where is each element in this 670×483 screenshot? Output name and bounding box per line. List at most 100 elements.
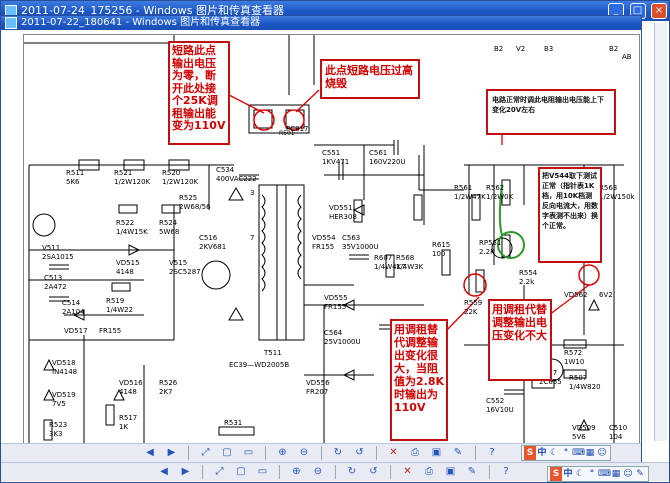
label-vd554: VD554	[312, 234, 336, 242]
actual-size-icon[interactable]: ▢	[236, 466, 246, 477]
zoom-out-icon[interactable]: ⊖	[299, 447, 309, 458]
save-icon[interactable]: ▣	[445, 466, 456, 477]
label-c510: C510	[609, 424, 627, 432]
label-vd556t: FR207	[306, 388, 328, 396]
label-r517v: 1K	[119, 423, 128, 431]
label-vd516: VD516	[119, 379, 143, 387]
label-vd555t: FR155	[324, 303, 346, 311]
label-c516v: 2KV681	[199, 243, 226, 251]
ime-moon-icon[interactable]: ☾	[575, 469, 585, 479]
app-icon	[5, 17, 17, 29]
label-v2: V2	[516, 45, 525, 53]
label-c514: C514	[62, 299, 81, 307]
rotate-cw-icon[interactable]: ↻	[347, 466, 357, 477]
label-r572: R572	[564, 349, 582, 357]
label-v511t: 2SA1015	[42, 253, 74, 261]
label-c513: C513	[44, 274, 62, 282]
back-window-scrollbar[interactable]	[654, 23, 667, 441]
label-r501: R501	[279, 130, 295, 137]
separator	[265, 446, 266, 460]
label-r511v: 5K6	[66, 178, 80, 186]
label-vd515t: 4148	[116, 268, 134, 276]
label-r511: R511	[66, 169, 84, 177]
label-c534v: 400VAC222	[216, 175, 257, 183]
ime-logo-icon[interactable]: S	[550, 467, 562, 481]
label-c516: C516	[199, 234, 218, 242]
label-pin7: 7	[250, 234, 254, 242]
label-r615: R615	[432, 241, 450, 249]
delete-icon[interactable]: ✕	[389, 447, 398, 458]
rotate-cw-icon[interactable]: ↻	[333, 447, 343, 458]
ime-lang[interactable]: 中	[563, 469, 573, 479]
ime-keyboard-icon[interactable]: ⌨	[572, 448, 585, 458]
label-b2: B2	[494, 45, 503, 53]
help-icon[interactable]: ?	[489, 447, 495, 458]
label-vd562: VD562	[564, 291, 588, 299]
close-button[interactable]: ×	[651, 3, 667, 19]
help-icon[interactable]: ?	[503, 466, 509, 477]
next-icon[interactable]: ▶	[167, 447, 176, 458]
separator	[279, 465, 280, 479]
schematic-image: PC817 R501 C534 400VAC222 C551 1KV471 C5…	[24, 35, 636, 444]
zoom-in-icon[interactable]: ⊕	[278, 447, 287, 458]
rotate-ccw-icon[interactable]: ↺	[355, 447, 364, 458]
front-window-title: 2011-07-22_180641 - Windows 图片和传真查看器	[21, 17, 261, 28]
label-c561v: 160V220U	[369, 158, 406, 166]
label-c564v: 25V1000U	[324, 338, 361, 346]
label-r559v: 22K	[464, 308, 478, 316]
label-vd518t: IN4148	[52, 368, 77, 376]
label-r554v: 2.2k	[519, 278, 535, 286]
label-r561: R561	[454, 184, 472, 192]
prev-icon[interactable]: ◀	[160, 466, 168, 477]
delete-icon[interactable]: ✕	[403, 466, 412, 477]
label-r522v: 1/4W15K	[116, 228, 148, 236]
ime-user-icon[interactable]: ☺	[597, 448, 607, 458]
annotation-adjust-small: 用调租代替调整输出电压变化不大	[488, 299, 552, 381]
edit-icon[interactable]: ✎	[453, 447, 463, 458]
label-t511t: EC39—WD2005B	[229, 361, 289, 369]
label-c564: C564	[324, 329, 343, 337]
label-r554: R554	[519, 269, 538, 277]
rotate-ccw-icon[interactable]: ↺	[369, 466, 378, 477]
annotation-short-point: 短路此点输出电压为零，断开此处接个25K调租输出能变为110V	[168, 41, 230, 145]
zoom-in-icon[interactable]: ⊕	[292, 466, 301, 477]
ime-punct-icon[interactable]: °	[563, 448, 569, 458]
zoom-out-icon[interactable]: ⊖	[313, 466, 323, 477]
slideshow-icon[interactable]: ▭	[257, 466, 268, 477]
ime-keyboard-icon[interactable]: ⌨	[598, 469, 611, 479]
slideshow-icon[interactable]: ▭	[243, 447, 254, 458]
label-vd551t: HER308	[329, 213, 357, 221]
actual-size-icon[interactable]: ▢	[222, 447, 232, 458]
separator	[390, 465, 391, 479]
ime-user-icon[interactable]: ☺	[623, 469, 633, 479]
ime-grid-icon[interactable]: ▦	[611, 469, 621, 479]
save-icon[interactable]: ▣	[431, 447, 442, 458]
label-vd509: VD509	[572, 424, 596, 432]
label-c552v: 16V10U	[486, 406, 514, 414]
best-fit-icon[interactable]: ⤢	[215, 466, 224, 477]
ime-lang[interactable]: 中	[537, 448, 547, 458]
edit-icon[interactable]: ✎	[467, 466, 477, 477]
image-viewport[interactable]: PC817 R501 C534 400VAC222 C551 1KV471 C5…	[23, 34, 640, 445]
ime-punct-icon[interactable]: °	[589, 469, 595, 479]
label-r526: R526	[159, 379, 178, 387]
label-r568v: 1/4W3K	[396, 263, 424, 271]
best-fit-icon[interactable]: ⤢	[201, 447, 210, 458]
separator	[202, 465, 203, 479]
label-c561: C561	[369, 149, 387, 157]
ime-logo-icon[interactable]: S	[524, 446, 536, 460]
next-icon[interactable]: ▶	[181, 466, 190, 477]
label-vd515: VD515	[116, 259, 140, 267]
print-icon[interactable]: ⎙	[411, 447, 419, 458]
front-window-titlebar[interactable]: 2011-07-22_180641 - Windows 图片和传真查看器	[1, 16, 641, 30]
label-r522: R522	[116, 219, 134, 227]
ime-moon-icon[interactable]: ☾	[549, 448, 559, 458]
label-v515t: 2SC5287	[169, 268, 201, 276]
ime-tools-icon[interactable]: ✎	[636, 469, 644, 479]
prev-icon[interactable]: ◀	[146, 447, 154, 458]
label-c514v: 2A104	[62, 308, 85, 316]
ime-grid-icon[interactable]: ▦	[585, 448, 595, 458]
print-icon[interactable]: ⎙	[425, 466, 433, 477]
